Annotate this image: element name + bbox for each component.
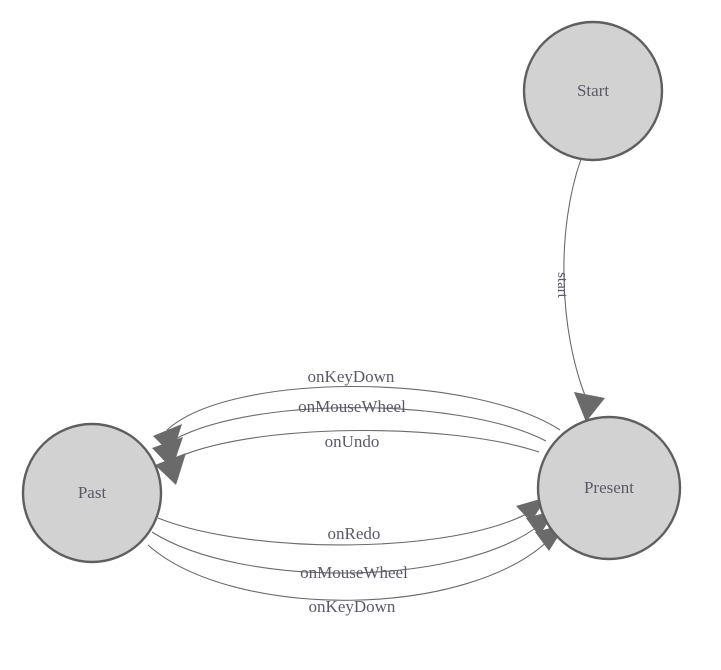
edge-path-present-past-2	[166, 407, 547, 445]
arrowhead-present-past-2	[152, 437, 183, 469]
edge-present-to-past-onundo[interactable]: onUndo	[155, 429, 540, 485]
node-start[interactable]: Start	[522, 20, 664, 162]
edge-present-to-past-onkeydown[interactable]: onKeyDown	[153, 367, 561, 455]
edge-path-start-present	[563, 158, 587, 399]
edge-path-present-past-1	[166, 386, 561, 431]
edge-label-present-past-3: onUndo	[325, 432, 380, 451]
edge-label-start: start	[554, 272, 570, 299]
edge-label-present-past-2: onMouseWheel	[298, 397, 406, 416]
edge-past-to-present-onmousewheel[interactable]: onMouseWheel	[151, 510, 556, 582]
edge-path-past-present-1	[157, 510, 533, 546]
node-start-label: Start	[577, 81, 609, 100]
node-present-label: Present	[584, 478, 634, 497]
arrowhead-start-present	[574, 392, 605, 422]
edge-label-present-past-1: onKeyDown	[308, 367, 395, 386]
node-past-circle	[21, 422, 163, 564]
edge-path-past-present-2	[151, 523, 542, 574]
edge-label-past-present-1: onRedo	[328, 524, 381, 543]
arrowhead-present-past-1	[153, 424, 182, 455]
edge-path-present-past-3	[169, 429, 540, 462]
node-present-circle	[536, 415, 682, 561]
arrowhead-present-past-3	[155, 453, 186, 485]
node-past[interactable]: Past	[21, 422, 163, 564]
edge-present-to-past-onmousewheel[interactable]: onMouseWheel	[152, 397, 547, 469]
node-past-label: Past	[78, 483, 107, 502]
edge-label-past-present-3: onKeyDown	[309, 597, 396, 616]
edge-start-to-present[interactable]: start	[554, 158, 605, 422]
node-start-circle	[522, 20, 664, 162]
edge-label-past-present-2: onMouseWheel	[300, 563, 408, 582]
edge-path-past-present-3	[147, 536, 553, 601]
node-present[interactable]: Present	[536, 415, 682, 561]
edge-past-to-present-onredo[interactable]: onRedo	[157, 497, 547, 546]
